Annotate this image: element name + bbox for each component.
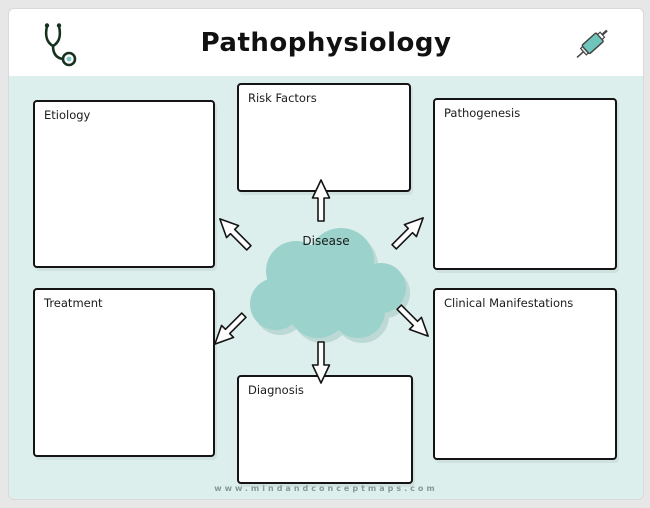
- arrow-to-clinical-manifestations-icon: [391, 299, 436, 344]
- clinical-manifestations-box[interactable]: Clinical Manifestations: [433, 288, 617, 460]
- arrow-to-treatment-icon: [206, 307, 251, 352]
- header: Pathophysiology: [9, 9, 643, 76]
- treatment-box[interactable]: Treatment: [33, 288, 215, 457]
- arrow-to-diagnosis-icon: [311, 341, 331, 385]
- page-title: Pathophysiology: [200, 27, 452, 58]
- syringe-icon: [569, 21, 615, 67]
- stethoscope-icon: [35, 21, 81, 67]
- concept-map: Etiology Risk Factors Pathogenesis Treat…: [9, 76, 643, 499]
- arrow-to-risk-factors-icon: [311, 178, 331, 222]
- diagnosis-box[interactable]: Diagnosis: [237, 375, 413, 484]
- worksheet-card: Pathophysiology Etiology Risk Factors Pa…: [8, 8, 644, 500]
- risk-factors-box[interactable]: Risk Factors: [237, 83, 411, 192]
- clinical-manifestations-label: Clinical Manifestations: [444, 296, 574, 310]
- pathogenesis-label: Pathogenesis: [444, 106, 521, 120]
- risk-factors-label: Risk Factors: [248, 91, 317, 105]
- treatment-label: Treatment: [44, 296, 103, 310]
- disease-label: Disease: [302, 234, 350, 248]
- etiology-box[interactable]: Etiology: [33, 100, 215, 268]
- arrow-to-etiology-icon: [211, 210, 256, 255]
- diagnosis-label: Diagnosis: [248, 383, 304, 397]
- website-footer: www.mindandconceptmaps.com: [9, 484, 643, 493]
- arrow-to-pathogenesis-icon: [386, 209, 431, 254]
- disease-cloud: Disease: [246, 216, 406, 356]
- pathogenesis-box[interactable]: Pathogenesis: [433, 98, 617, 270]
- website-url: www.mindandconceptmaps.com: [214, 484, 438, 493]
- etiology-label: Etiology: [44, 108, 91, 122]
